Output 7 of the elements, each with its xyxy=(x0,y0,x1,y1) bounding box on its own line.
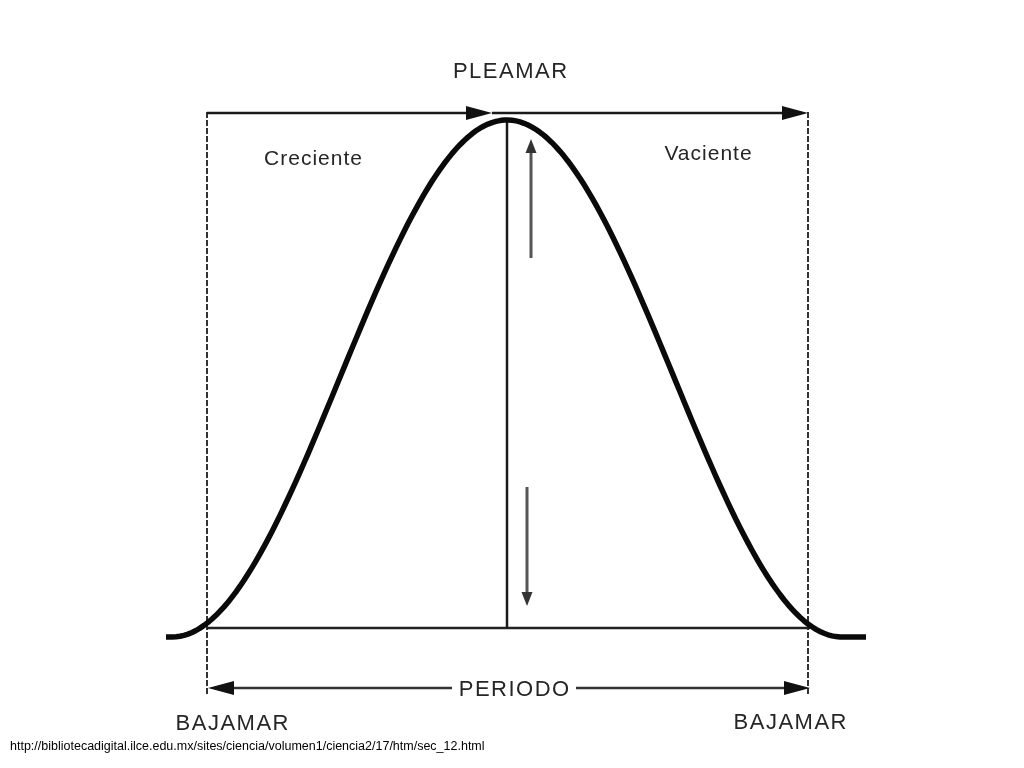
phase-label: Creciente xyxy=(263,146,363,168)
tide-level-label: BAJAMAR xyxy=(174,712,290,735)
tide-level-label: PLEAMAR xyxy=(451,60,569,83)
source-caption: http://bibliotecadigital.ilce.edu.mx/sites/ciencia/volumen1/ciencia2/17/htm/sec_12.html xyxy=(10,739,485,754)
phase-label: Vaciente xyxy=(663,141,753,163)
tide-level-label: BAJAMAR xyxy=(732,711,848,734)
dimension-label: PERIODO xyxy=(457,678,571,701)
